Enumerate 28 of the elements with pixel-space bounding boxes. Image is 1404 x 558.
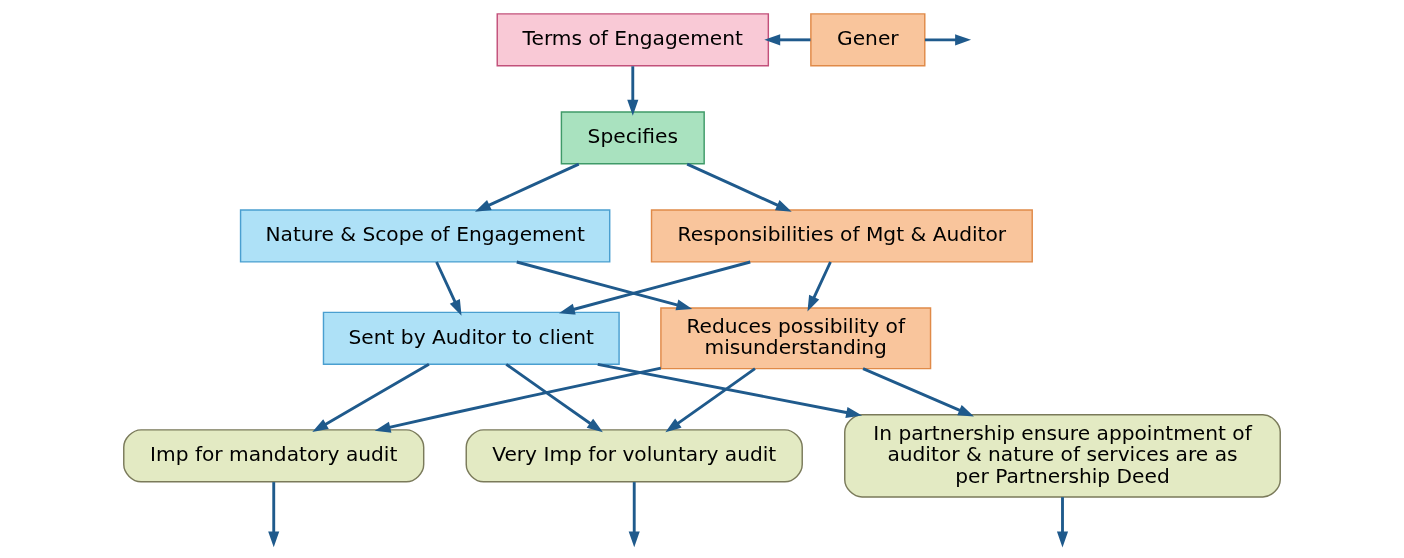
arrow [924, 34, 971, 46]
node-box: Very Imp for voluntary audit [465, 429, 803, 483]
arrow [558, 260, 751, 315]
arrow [627, 66, 639, 116]
arrow [1056, 497, 1069, 548]
arrow [686, 162, 792, 212]
node-box: Reduces possibility of misunderstanding [660, 307, 932, 370]
arrow [474, 162, 580, 212]
arrow [516, 260, 693, 311]
arrow [374, 366, 662, 433]
node-box: Gener [810, 13, 926, 67]
arrow [862, 367, 974, 417]
arrow [435, 261, 462, 316]
node-box: Responsibilities of Mgt & Auditor [650, 209, 1033, 263]
node-box: Terms of Engagement [496, 13, 770, 67]
arrow [807, 261, 832, 312]
node-box: Imp for mandatory audit [123, 429, 425, 483]
arrow [268, 482, 280, 548]
arrow [312, 363, 430, 433]
node-box: Sent by Auditor to client [322, 311, 620, 365]
node-box: Nature & Scope of Engagement [239, 209, 611, 263]
arrow [665, 367, 756, 433]
arrow [505, 363, 603, 433]
arrow [628, 482, 640, 548]
arrow [597, 362, 863, 418]
arrow [764, 34, 811, 46]
node-box: Specifies [560, 111, 705, 165]
node-box: In partnership ensure appointment of auditor & nature of services are as per Partnership Deed [844, 414, 1281, 498]
